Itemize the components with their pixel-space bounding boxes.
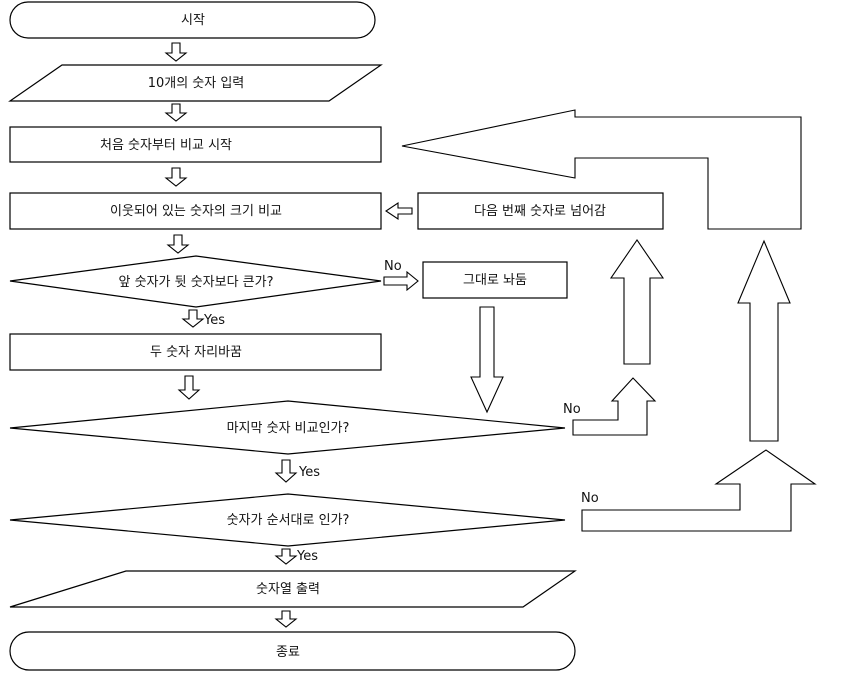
edge-label-yes-front-bigger: Yes — [203, 313, 225, 328]
leave-as-is-box — [422, 261, 568, 299]
swap-box — [9, 333, 382, 371]
start-label: 시작 — [181, 13, 205, 28]
arrow-down-6 — [177, 375, 201, 400]
decision-front-bigger — [9, 255, 382, 308]
arrow-up-to-next — [609, 239, 665, 365]
arrow-down-4 — [166, 234, 190, 254]
arrow-left-to-begin-compare — [401, 109, 802, 230]
swap-label: 두 숫자 자리바꿈 — [150, 345, 242, 360]
edge-label-yes-last-compare: Yes — [298, 465, 320, 480]
arrow-no-inorder-up — [581, 449, 817, 532]
output-parallelogram — [9, 570, 577, 608]
arrow-down-9 — [274, 610, 298, 628]
arrow-up-large — [737, 239, 791, 442]
arrow-down-8 — [274, 548, 298, 565]
edge-label-no-in-order: No — [581, 491, 599, 506]
decision-last-compare — [9, 400, 566, 455]
begin-compare-box — [9, 126, 382, 163]
arrow-down-leave-to-last — [470, 306, 504, 414]
compare-adjacent-box — [9, 192, 382, 230]
edge-label-yes-in-order: Yes — [296, 549, 318, 564]
input-label: 10개의 숫자 입력 — [148, 76, 245, 91]
edge-label-no-last-compare: No — [563, 402, 581, 417]
output-label: 숫자열 출력 — [256, 582, 320, 597]
arrow-no-last-to-next — [572, 377, 657, 436]
end-label: 종료 — [276, 645, 300, 660]
next-number-box — [417, 192, 664, 230]
decision-in-order-label: 숫자가 순서대로 인가? — [227, 513, 350, 528]
decision-last-compare-label: 마지막 숫자 비교인가? — [227, 421, 350, 436]
input-parallelogram — [8, 64, 383, 102]
end-terminal — [9, 631, 576, 671]
decision-in-order — [9, 493, 566, 547]
leave-as-is-label: 그대로 놔둠 — [463, 273, 527, 288]
arrow-left-next-to-compare — [385, 201, 413, 221]
arrow-down-5 — [181, 309, 205, 328]
compare-adjacent-label: 이웃되어 있는 숫자의 크기 비교 — [110, 204, 282, 219]
next-number-label: 다음 번째 숫자로 넘어감 — [474, 204, 606, 219]
start-terminal — [9, 1, 376, 39]
arrow-down-2 — [164, 103, 188, 122]
arrow-down-3 — [164, 167, 188, 187]
arrow-right-no-leave — [383, 270, 419, 292]
arrow-down-7 — [274, 459, 298, 483]
edge-label-no-front-bigger: No — [384, 259, 402, 274]
begin-compare-label: 처음 숫자부터 비교 시작 — [100, 138, 232, 153]
decision-front-bigger-label: 앞 숫자가 뒷 숫자보다 큰가? — [119, 275, 274, 290]
arrow-down-1 — [164, 42, 188, 62]
